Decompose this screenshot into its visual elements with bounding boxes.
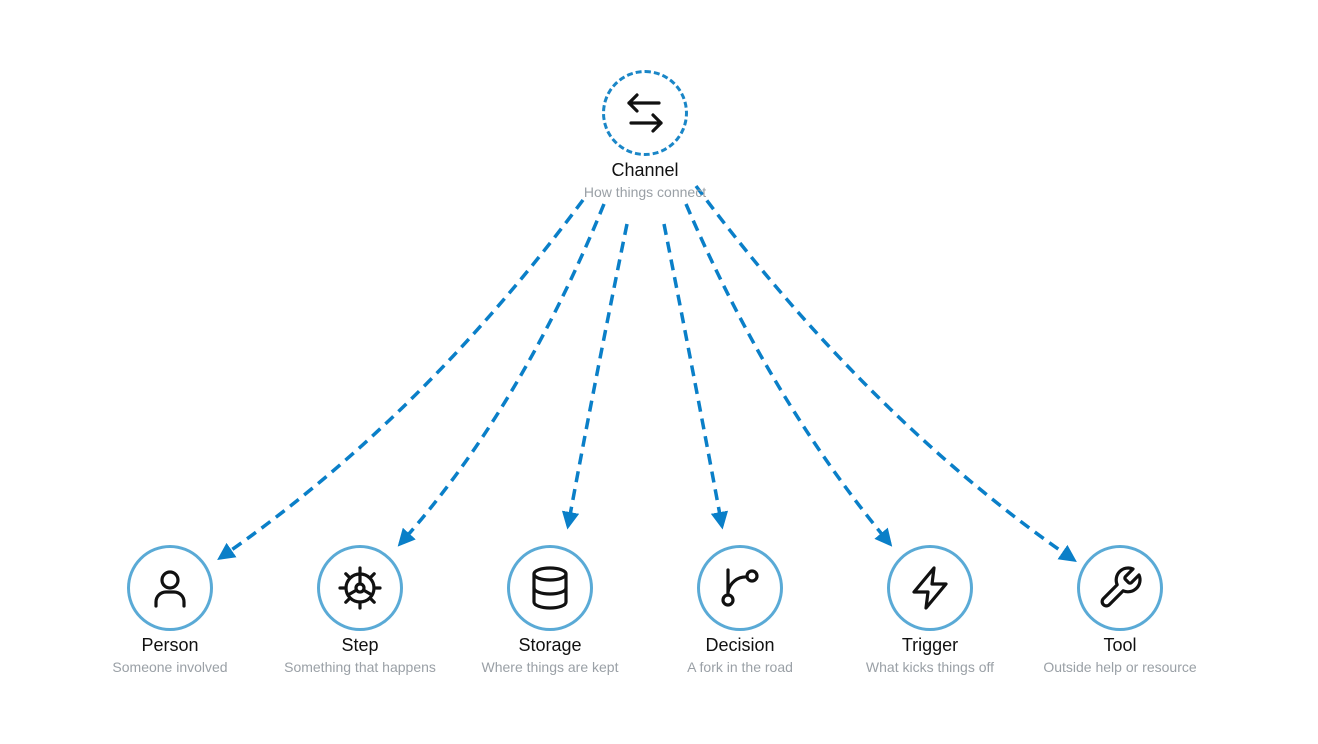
- wrench-icon: [1100, 566, 1142, 608]
- decision-title: Decision: [705, 635, 775, 655]
- edge-channel-person: [217, 198, 585, 560]
- decision-node[interactable]: Decision A fork in the road: [620, 545, 860, 676]
- decision-subtitle: A fork in the road: [687, 659, 793, 675]
- branch-icon: [721, 568, 759, 607]
- person-icon: [154, 570, 186, 608]
- storage-node[interactable]: Storage Where things are kept: [430, 545, 670, 676]
- decision-node-circle: [697, 545, 783, 631]
- channel-title: Channel: [611, 160, 679, 180]
- step-node[interactable]: Step Something that happens: [240, 545, 480, 676]
- storage-title: Storage: [518, 635, 582, 655]
- tool-title: Tool: [1103, 635, 1137, 655]
- tool-subtitle: Outside help or resource: [1043, 659, 1197, 675]
- edge-channel-decision: [662, 223, 729, 530]
- person-node[interactable]: Person Someone involved: [50, 545, 290, 676]
- channel-node-circle: [602, 70, 688, 156]
- arrows-left-right-icon: [627, 93, 663, 133]
- tool-node[interactable]: Tool Outside help or resource: [1000, 545, 1240, 676]
- storage-node-circle: [507, 545, 593, 631]
- edge-channel-trigger: [684, 203, 893, 547]
- step-node-circle: [317, 545, 403, 631]
- trigger-subtitle: What kicks things off: [865, 659, 995, 675]
- trigger-node-circle: [887, 545, 973, 631]
- step-subtitle: Something that happens: [284, 659, 436, 675]
- step-title: Step: [341, 635, 379, 655]
- gear-icon: [338, 566, 382, 610]
- trigger-node[interactable]: Trigger What kicks things off: [810, 545, 1050, 676]
- database-icon: [532, 566, 568, 610]
- person-title: Person: [141, 635, 199, 655]
- edge-channel-tool: [694, 184, 1077, 562]
- edge-channel-step: [397, 203, 606, 547]
- lightning-icon: [912, 566, 948, 610]
- person-subtitle: Someone involved: [112, 659, 228, 675]
- tool-node-circle: [1077, 545, 1163, 631]
- channel-subtitle: How things connect: [583, 184, 707, 200]
- storage-subtitle: Where things are kept: [481, 659, 619, 675]
- channel-node[interactable]: Channel How things connect: [525, 70, 765, 201]
- trigger-title: Trigger: [901, 635, 959, 655]
- person-node-circle: [127, 545, 213, 631]
- edge-channel-storage: [561, 223, 629, 530]
